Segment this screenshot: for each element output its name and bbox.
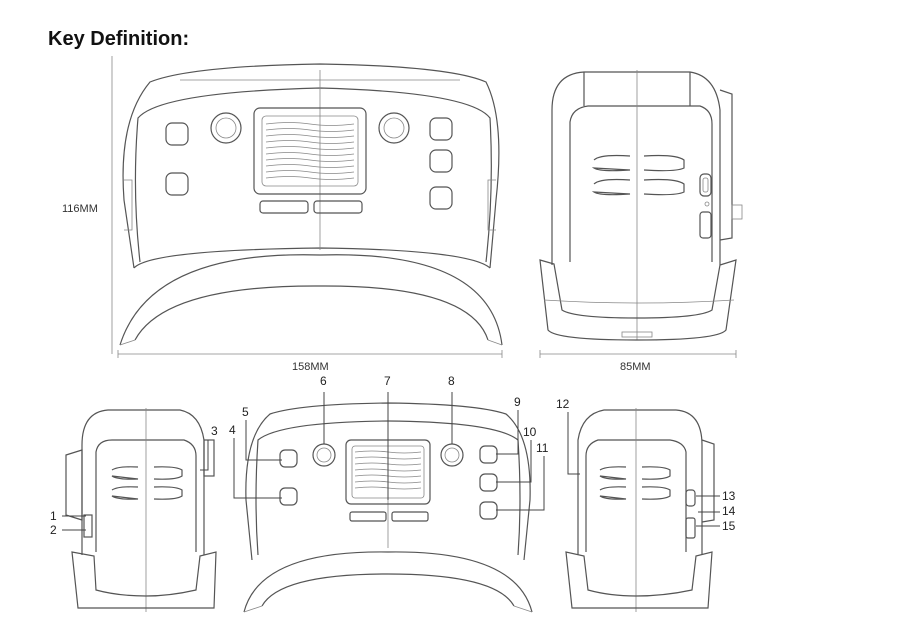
callout-14: 14 bbox=[722, 504, 736, 518]
side-view-right: 12 13 14 15 bbox=[556, 397, 736, 612]
side-view-left: 1 2 3 bbox=[50, 408, 218, 612]
height-dimension: 116MM bbox=[62, 203, 98, 215]
callout-7: 7 bbox=[384, 374, 391, 388]
depth-dimension: 85MM bbox=[620, 361, 651, 373]
callout-15: 15 bbox=[722, 519, 736, 533]
callout-11: 11 bbox=[536, 441, 549, 455]
callout-3: 3 bbox=[211, 424, 218, 438]
front-view-small: 6 7 8 5 4 9 10 11 bbox=[229, 374, 549, 613]
callout-6: 6 bbox=[320, 374, 327, 388]
side-view-large: 85MM bbox=[539, 70, 743, 373]
callout-5: 5 bbox=[242, 405, 249, 419]
callout-4: 4 bbox=[229, 423, 236, 437]
callout-9: 9 bbox=[514, 395, 521, 409]
callout-13: 13 bbox=[722, 489, 736, 503]
page-title: Key Definition: bbox=[48, 28, 190, 50]
callout-8: 8 bbox=[448, 374, 455, 388]
callout-1: 1 bbox=[50, 509, 57, 523]
callout-10: 10 bbox=[523, 425, 537, 439]
width-dimension: 158MM bbox=[292, 361, 329, 373]
callout-2: 2 bbox=[50, 523, 57, 537]
front-view-large: 116MM 158MM bbox=[62, 56, 503, 373]
callout-12: 12 bbox=[556, 397, 570, 411]
